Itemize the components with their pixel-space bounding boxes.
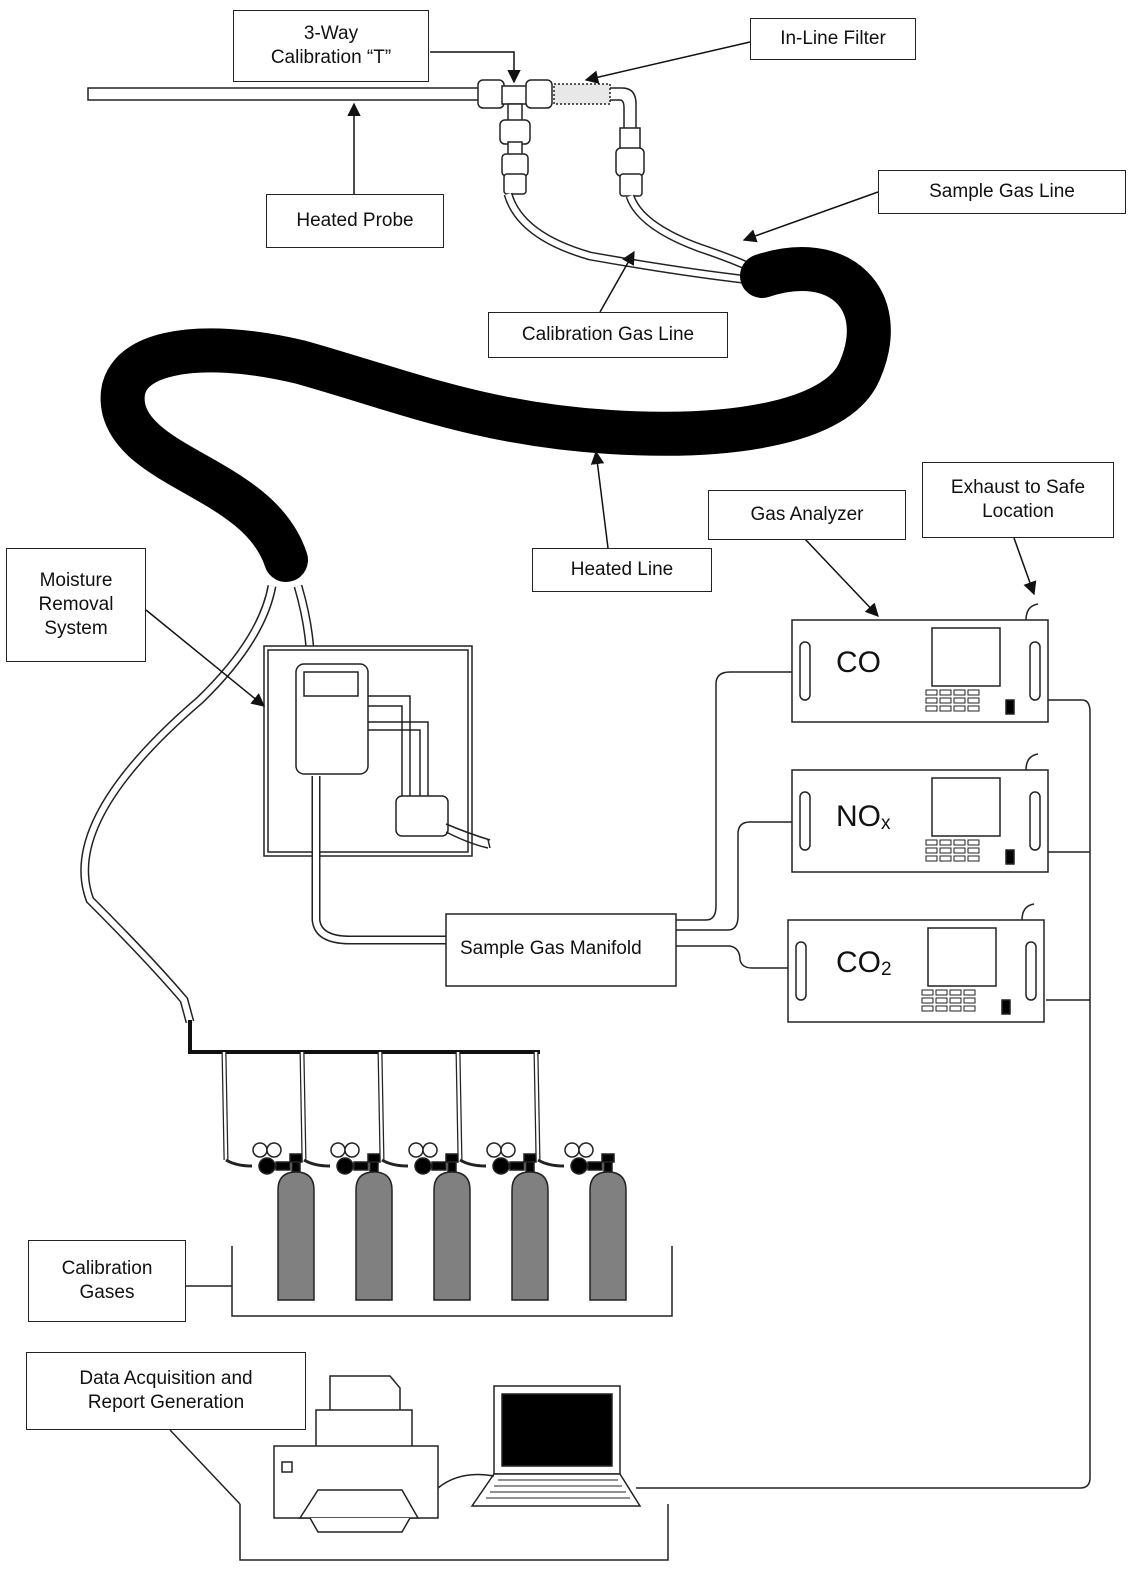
gas-cylinder [221, 1051, 315, 1301]
data-acquisition-label: Data Acquisition and Report Generation [26, 1352, 306, 1430]
analyzer-unit [791, 603, 1049, 723]
analyzer-unit [791, 753, 1049, 873]
printer [273, 1375, 439, 1533]
gas-cylinder [455, 1051, 549, 1301]
calibration-gases-label: Calibration Gases [28, 1240, 186, 1322]
manifold-to-co [676, 671, 792, 921]
data-acquisition-tray [239, 1504, 669, 1561]
heated-probe-label: Heated Probe [266, 194, 444, 248]
calibration-gases-tray [231, 1246, 673, 1317]
calibration-tee-label: 3-Way Calibration “T” [233, 10, 429, 82]
calibration-cylinders [221, 1051, 627, 1301]
sample-gas-manifold-box [445, 913, 677, 987]
filter-outlet-elbow [610, 87, 637, 128]
manifold-to-nox [676, 821, 792, 931]
gas-cylinder [533, 1051, 627, 1301]
analyzer-nox-label: NOx [836, 800, 891, 834]
label-leaders [145, 41, 1037, 707]
gas-cylinder [377, 1051, 471, 1301]
heated-probe-tube [87, 87, 481, 101]
analyzer-co2-label: CO2 [836, 946, 892, 980]
moisture-removal-unit [263, 645, 491, 857]
inline-filter-body [553, 83, 611, 105]
sample-line-fitting [615, 127, 645, 197]
heated-line-label: Heated Line [532, 548, 712, 592]
analyzer-unit [787, 903, 1045, 1023]
calibration-gas-header [188, 1020, 540, 1054]
analyzer-signal-line [636, 699, 1091, 1489]
analyzer-co-label: CO [836, 646, 881, 679]
inline-filter-label: In-Line Filter [750, 18, 916, 60]
gas-analyzer-label: Gas Analyzer [708, 490, 906, 540]
manifold-to-co2 [676, 945, 790, 969]
calibration-tee-fitting [477, 79, 553, 195]
exhaust-label: Exhaust to Safe Location [922, 462, 1114, 538]
calibration-gas-line-label: Calibration Gas Line [488, 312, 728, 358]
moisture-removal-label: Moisture Removal System [6, 548, 146, 662]
heated-line-hose [100, 247, 891, 582]
gas-cylinder [299, 1051, 393, 1301]
gas-analyzer-group [787, 603, 1049, 1023]
sample-gas-line-label: Sample Gas Line [878, 170, 1126, 214]
laptop [470, 1385, 642, 1507]
sample-gas-manifold-label: Sample Gas Manifold [460, 938, 642, 959]
